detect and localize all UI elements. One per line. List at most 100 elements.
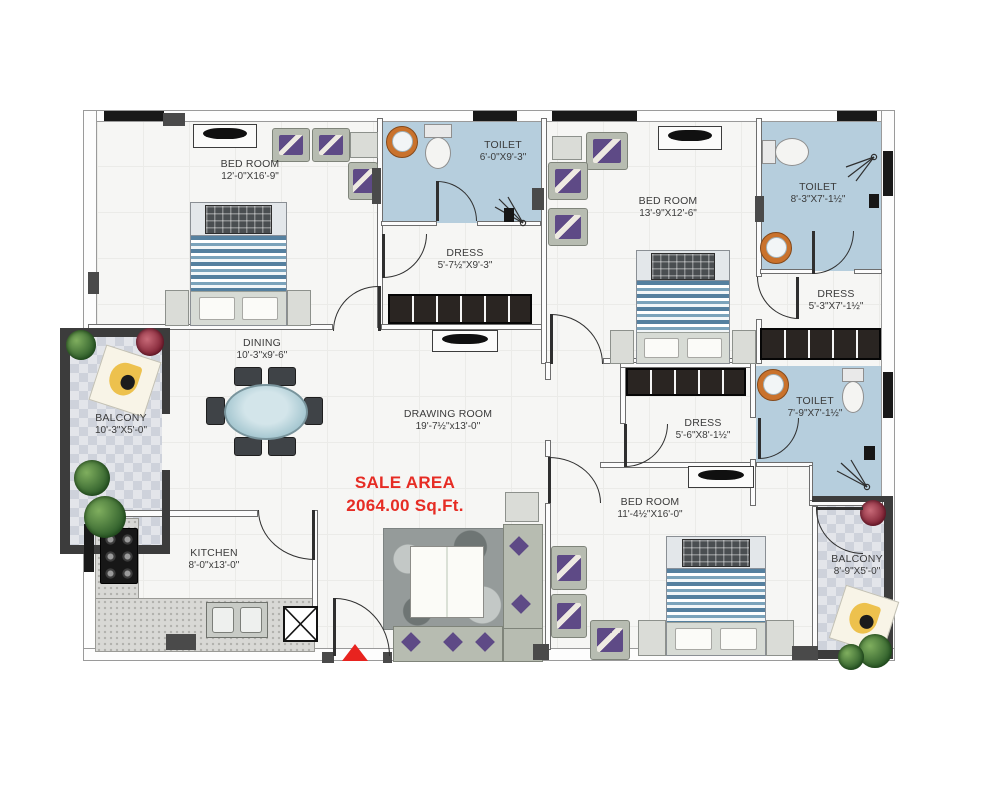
basin-bowl-icon	[766, 237, 787, 258]
room-dim: 19'-7½''x13'-0''	[415, 421, 481, 433]
sofa-pillow	[475, 632, 495, 652]
room-name: BALCONY	[95, 412, 147, 424]
dining-chair	[268, 437, 296, 456]
room-dim: 8'-0''x13'-0''	[188, 560, 240, 572]
armchair	[312, 128, 350, 162]
dining-chair	[268, 367, 296, 386]
pillow	[719, 628, 758, 650]
sofa-pillow	[511, 594, 531, 614]
wc-icon	[775, 138, 809, 166]
wall	[541, 118, 547, 364]
wardrobe	[626, 368, 746, 396]
window-bedroom1-top	[104, 111, 164, 121]
bedside-table	[165, 290, 189, 326]
bedside-table	[638, 620, 666, 656]
chair-cushion	[278, 134, 304, 156]
wall	[750, 362, 756, 418]
room-name: TOILET	[799, 181, 837, 193]
room-name: BALCONY	[831, 553, 883, 565]
armchair	[272, 128, 310, 162]
wall	[812, 506, 818, 652]
bedroom2-label: BED ROOM 13'-9"X12'-6"	[598, 195, 738, 221]
room-dim: 8'-9"X5'-0"	[833, 566, 881, 578]
sink-icon	[206, 602, 268, 638]
room-name: DRAWING ROOM	[403, 408, 493, 420]
armchair	[548, 162, 588, 200]
toilet3-shower-floor	[813, 430, 882, 502]
ac-icon	[202, 128, 248, 139]
sink-basin	[240, 607, 262, 633]
room-dim: 8'-3"X7'-1½"	[790, 194, 846, 206]
shower-mixer-icon	[864, 446, 875, 460]
ac-unit	[193, 124, 257, 148]
flower-plant-icon	[860, 500, 886, 526]
room-dim: 5'-7½"X9'-3"	[437, 260, 493, 272]
dining-chair	[234, 437, 262, 456]
room-dim: 5'-3"X7'-1½"	[808, 301, 864, 313]
tv-icon	[441, 334, 489, 344]
armchair	[586, 132, 628, 170]
plant-icon	[858, 634, 892, 668]
balcony-left-wall	[60, 328, 170, 337]
chair-cushion	[597, 627, 623, 653]
balcony-left-wall	[162, 470, 170, 554]
armchair	[548, 208, 588, 246]
armchair	[348, 162, 378, 200]
room-dim: 7'-9"X7'-1½"	[787, 408, 843, 420]
wall	[545, 362, 551, 380]
balcony-right-wall	[812, 496, 890, 502]
bed-pillows	[667, 622, 765, 655]
wc-tank-icon	[424, 124, 452, 138]
window-toilet2-top	[837, 111, 877, 121]
shower-mixer-icon	[869, 194, 879, 208]
sale-area-line2: 2064.00 Sq.Ft.	[346, 495, 464, 515]
chair-cushion	[557, 554, 581, 582]
side-table	[505, 492, 539, 522]
room-dim: 13'-9"X12'-6"	[639, 208, 697, 220]
room-dim: 6'-0"X9'-3"	[479, 152, 527, 164]
bedroom3-label: BED ROOM 11'-4½"X16'-0"	[580, 496, 720, 522]
side-table	[552, 136, 582, 160]
window-kitchen-left	[84, 524, 94, 572]
flower-plant-icon	[136, 328, 164, 356]
kitchen-counter	[95, 598, 315, 652]
plant-icon	[66, 330, 96, 360]
pillow	[686, 337, 722, 359]
side-table	[350, 132, 378, 158]
chair-cushion	[318, 134, 344, 156]
wall	[381, 221, 437, 226]
dining-label: DINING 10'-3''x9'-6''	[192, 337, 332, 363]
dress3-label: DRESS 5'-6"X8'-1½"	[643, 417, 763, 443]
column-bedroom2-right	[755, 196, 764, 222]
drawing-room-label: DRAWING ROOM 19'-7½''x13'-0''	[378, 408, 518, 434]
dress1-label: DRESS 5'-7½"X9'-3"	[405, 247, 525, 273]
column-toilet1-left	[372, 168, 381, 204]
bed	[636, 250, 730, 364]
room-dim: 10'-3''x9'-6''	[236, 350, 288, 362]
shower-mixer-icon	[504, 208, 514, 222]
door-leaf	[378, 286, 381, 331]
room-dim: 10'-3"X5'-0"	[94, 425, 148, 437]
kitchen-label: KITCHEN 8'-0''x13'-0''	[154, 547, 274, 573]
plant-icon	[84, 496, 126, 538]
tv-icon	[697, 470, 745, 480]
bedside-table	[287, 290, 311, 326]
armchair	[551, 594, 587, 638]
room-name: BED ROOM	[220, 158, 280, 170]
tv-unit	[688, 466, 754, 488]
bed-foot-bench	[650, 253, 716, 280]
chair-cushion	[353, 169, 373, 193]
bed-pillows	[637, 331, 729, 363]
balcony-left-label: BALCONY 10'-3"X5'-0"	[66, 412, 176, 438]
chair-cushion	[557, 602, 581, 630]
shower-icon	[845, 153, 878, 182]
chair-cushion	[593, 139, 621, 163]
dress2-label: DRESS 5'-3"X7'-1½"	[778, 288, 894, 314]
room-name: TOILET	[796, 395, 834, 407]
bed-foot-bench	[205, 205, 272, 234]
balcony-left-wall	[162, 328, 170, 414]
window-toilet2-right	[883, 151, 893, 196]
plant-icon	[838, 644, 864, 670]
bed-pillows	[191, 291, 286, 325]
